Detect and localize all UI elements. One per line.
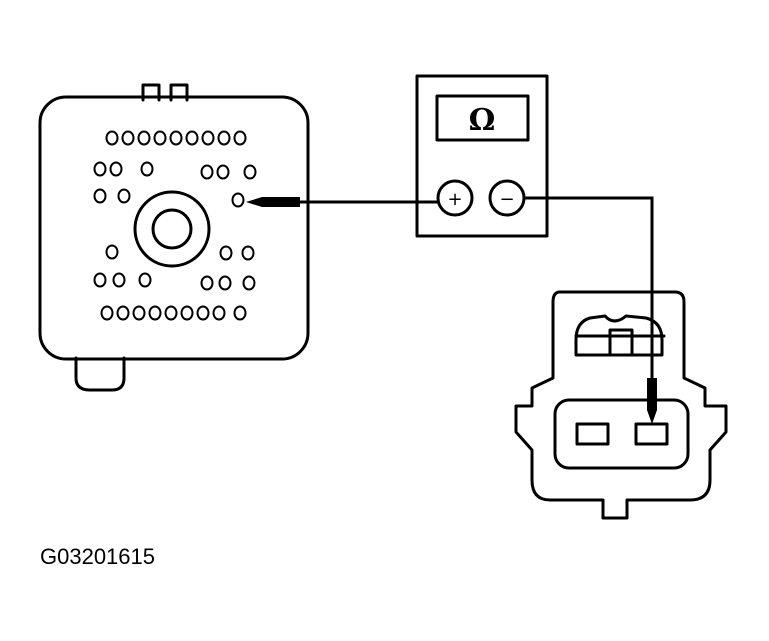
connector-pin-cavities bbox=[93, 130, 257, 321]
connector-latch-tabs bbox=[141, 83, 189, 102]
pin-cavity bbox=[219, 245, 233, 261]
positive-terminal bbox=[436, 179, 474, 217]
negative-lead-wire bbox=[524, 196, 654, 392]
ohmmeter: Ω + − bbox=[415, 74, 549, 238]
pin-cavity bbox=[200, 164, 214, 180]
pin-cavity bbox=[105, 244, 119, 260]
pin-cavity bbox=[185, 130, 199, 146]
pin-cavity bbox=[233, 305, 247, 321]
pin-cavity bbox=[140, 161, 154, 177]
positive-terminal-label: + bbox=[447, 189, 462, 210]
pin-cavity bbox=[121, 130, 135, 146]
pin-cavity bbox=[180, 305, 194, 321]
pin-cavity bbox=[153, 130, 167, 146]
module-connector bbox=[38, 83, 310, 392]
sensor-connector-face bbox=[553, 398, 690, 470]
positive-probe-tip bbox=[246, 197, 300, 207]
ohmmeter-body bbox=[415, 74, 549, 238]
ohm-symbol: Ω bbox=[469, 103, 496, 138]
negative-terminal-label: − bbox=[499, 189, 514, 210]
pin-cavity bbox=[212, 305, 226, 321]
pin-cavity bbox=[233, 130, 247, 146]
pin-cavity bbox=[93, 272, 107, 288]
pin-cavity bbox=[112, 272, 126, 288]
ohmmeter-display bbox=[435, 94, 530, 142]
pin-cavity bbox=[200, 275, 214, 291]
sensor-terminal-1 bbox=[575, 422, 610, 446]
pin-cavity bbox=[169, 130, 183, 146]
pin-cavity bbox=[164, 305, 178, 321]
connector-bottom-key bbox=[74, 356, 126, 392]
pin-cavity bbox=[109, 161, 123, 177]
sensor-connector-body bbox=[514, 290, 728, 520]
pin-cavity bbox=[100, 305, 114, 321]
pin-cavity bbox=[218, 275, 232, 291]
pin-cavity bbox=[148, 305, 162, 321]
pin-cavity bbox=[93, 161, 107, 177]
pin-cavity bbox=[241, 245, 255, 261]
sensor-lock-detent bbox=[608, 328, 634, 357]
pin-cavity bbox=[132, 305, 146, 321]
pin-cavity bbox=[201, 130, 215, 146]
test-leads bbox=[246, 196, 657, 424]
connector-center-ring bbox=[133, 190, 211, 268]
pin-cavity bbox=[242, 275, 256, 291]
pin-cavity bbox=[243, 164, 257, 180]
figure-id: G03201615 bbox=[40, 544, 155, 569]
sensor-connector bbox=[514, 290, 728, 520]
pin-cavity bbox=[116, 305, 130, 321]
sensor-terminal-2 bbox=[634, 422, 669, 446]
pin-cavity bbox=[137, 130, 151, 146]
pin-cavity bbox=[138, 272, 152, 288]
sensor-lock-tab bbox=[574, 314, 664, 357]
pin-cavity bbox=[93, 188, 107, 204]
pin-cavity bbox=[105, 130, 119, 146]
pin-cavity bbox=[117, 188, 131, 204]
pin-cavity bbox=[216, 164, 230, 180]
connector-body bbox=[38, 95, 310, 361]
pin-cavity bbox=[196, 305, 210, 321]
connector-center-hole bbox=[151, 208, 193, 250]
pin-cavity bbox=[217, 130, 231, 146]
pin-cavity bbox=[231, 192, 245, 208]
